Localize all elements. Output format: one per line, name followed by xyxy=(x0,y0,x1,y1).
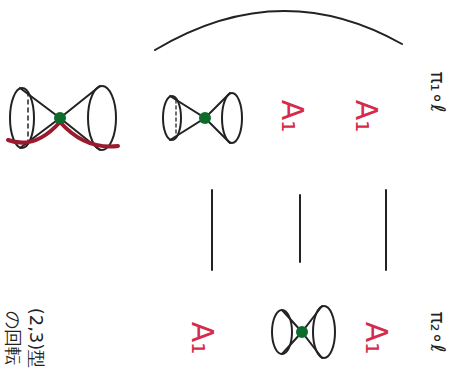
equal-line xyxy=(211,190,213,270)
note-text: の回転 xyxy=(4,311,22,365)
equal-line xyxy=(299,195,301,262)
green-dots xyxy=(54,112,308,338)
map-label: π₁∘ℓ xyxy=(428,72,448,113)
singularity-label: A₁ xyxy=(361,322,391,355)
map-label: π₂∘ℓ xyxy=(428,312,448,353)
brace-arc xyxy=(155,11,402,50)
singularity-label: A₁ xyxy=(187,322,217,355)
note-text: (2,3)型 xyxy=(27,308,45,369)
double-cone-small xyxy=(163,93,242,143)
equal-line xyxy=(385,190,387,270)
singularity-label: A₁ xyxy=(277,100,307,133)
singularity-label: A₁ xyxy=(351,100,381,133)
double-cone-bottom xyxy=(272,306,335,358)
red-curve xyxy=(8,122,118,147)
